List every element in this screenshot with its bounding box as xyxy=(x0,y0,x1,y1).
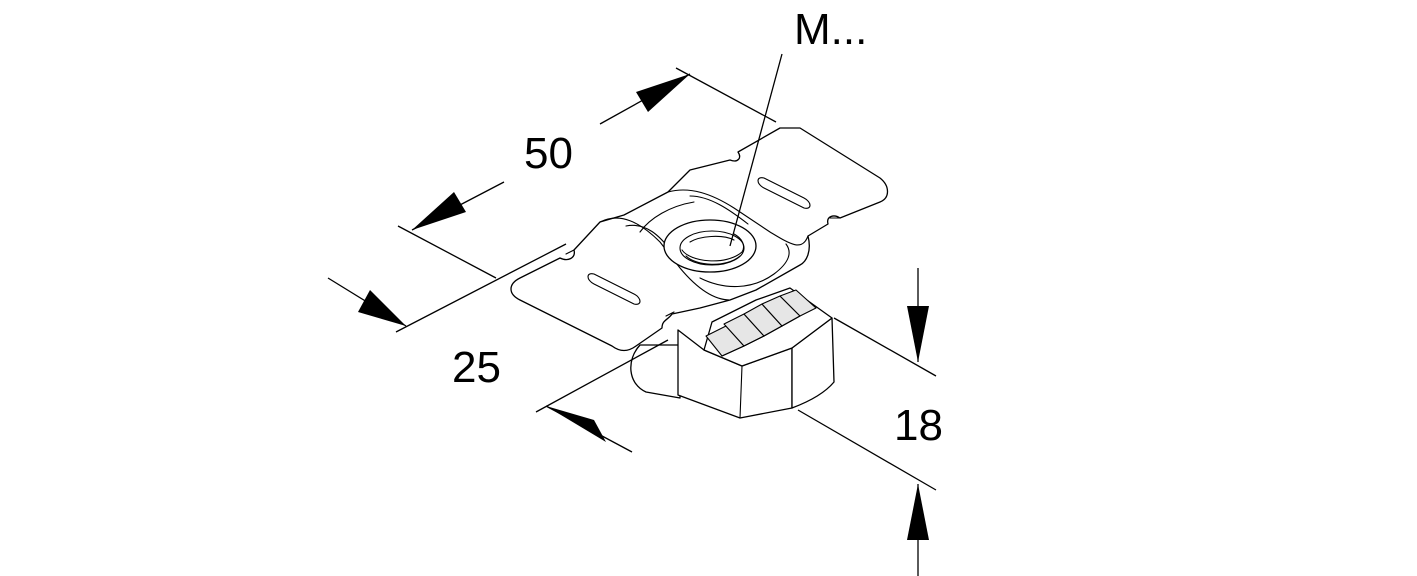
thread-leader-line xyxy=(729,53,783,247)
dimension-height-label: 18 xyxy=(894,401,943,450)
saddle-right-edge xyxy=(667,189,809,246)
saddle-inner-right xyxy=(689,195,749,225)
slot-right xyxy=(757,177,811,209)
dimension-length-label: 50 xyxy=(524,129,573,178)
arrow-length-lower xyxy=(412,192,466,230)
threaded-hole xyxy=(663,219,757,273)
extension-line-height-top xyxy=(833,317,937,377)
nut-front-edge xyxy=(739,365,743,419)
thread-label: M... xyxy=(794,5,867,54)
dimension-width: 25 xyxy=(327,243,669,453)
dimension-width-label: 25 xyxy=(452,343,501,392)
extension-line-height-bottom xyxy=(797,409,937,491)
arrow-height-bottom xyxy=(907,484,929,540)
arrow-width-left xyxy=(358,290,406,326)
thread-callout: M... xyxy=(729,5,867,247)
extension-line-length-back xyxy=(675,67,777,123)
nut-teeth xyxy=(705,289,817,357)
extension-line-width-left xyxy=(395,243,567,333)
saddle-front-curve xyxy=(699,243,790,288)
arrow-height-top xyxy=(907,306,929,362)
slot-left xyxy=(587,273,641,305)
nut-bulge xyxy=(630,344,681,399)
channel-nut-part xyxy=(510,127,889,419)
saddle-back-curve xyxy=(639,201,695,233)
saddle-left-edge xyxy=(599,217,731,301)
nut-body xyxy=(630,287,835,419)
dimension-length: 50 xyxy=(397,67,777,279)
extension-line-length-front xyxy=(397,225,497,279)
top-plate xyxy=(510,127,889,352)
arrow-length-upper xyxy=(636,74,690,112)
extension-line-width-right xyxy=(535,339,669,413)
dimension-height: 18 xyxy=(797,268,943,576)
arrow-width-right xyxy=(546,406,606,442)
